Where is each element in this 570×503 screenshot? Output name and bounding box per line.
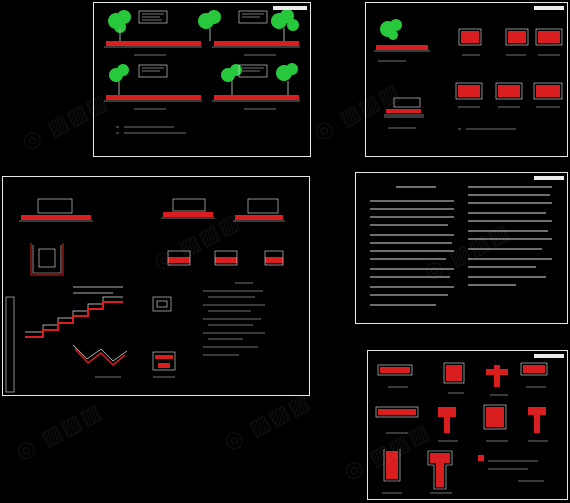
logo-watermark: ◎ ▨▨▨	[11, 399, 107, 466]
sheet-bottom-right	[367, 350, 568, 500]
sheet-top-right	[365, 2, 568, 157]
road-section-drawings	[104, 9, 300, 134]
sheet-top-left	[93, 2, 311, 157]
tree-icon	[108, 9, 299, 82]
curb-joint-drawings	[375, 362, 548, 494]
tree-icon	[380, 19, 402, 40]
pavement-detail-drawings	[374, 19, 563, 130]
construction-notes-text	[370, 186, 552, 306]
title-block	[534, 6, 564, 10]
steps-ramp-drawings	[5, 198, 285, 393]
sheet-middle-right	[355, 172, 568, 324]
title-block	[534, 176, 564, 180]
title-block	[534, 354, 564, 358]
title-block	[273, 6, 307, 10]
logo-watermark: ◎ ▨▨▨	[219, 389, 315, 456]
sheet-middle-left	[2, 176, 310, 396]
